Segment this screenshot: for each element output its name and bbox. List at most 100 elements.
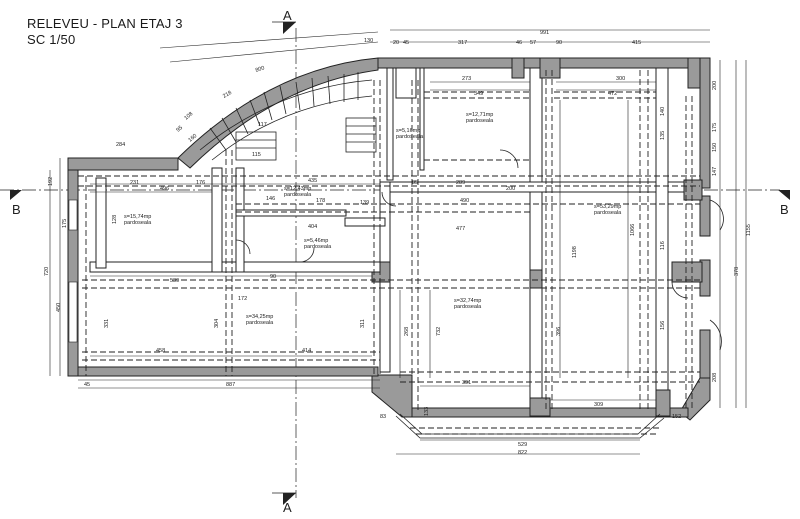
dim-right-6: 150 — [712, 143, 718, 152]
dim-left-1: 496 — [160, 186, 169, 192]
dim-bot-2: 391 — [462, 380, 471, 386]
dim-right-9: 116 — [660, 241, 666, 250]
dim-top-6: 90 — [556, 40, 562, 46]
dim-top-4: 46 — [516, 40, 522, 46]
dim-right-1: 1198 — [572, 246, 578, 258]
section-arrow-a-bottom-icon — [283, 493, 296, 505]
section-label-b-right: B — [780, 202, 789, 217]
dim-right-5: 175 — [712, 123, 718, 132]
dim-mid-11: 90 — [270, 274, 276, 280]
bay-window — [395, 413, 665, 439]
dim-top-9: 300 — [616, 76, 625, 82]
dim-mid-8: 477 — [456, 226, 465, 232]
dim-bot-5: 822 — [518, 450, 527, 456]
section-label-a-top: A — [283, 8, 292, 23]
dim-mid-13: 414 — [302, 348, 311, 354]
dim-mid-2: 139 — [360, 200, 369, 206]
dim-left-0: 192 — [48, 177, 54, 186]
room-area-7: s=32,74mp — [454, 298, 481, 304]
room-finish-2: pardoseala — [466, 118, 494, 124]
dim-right-4: 200 — [712, 81, 718, 90]
room-labels: s=15,74mp pardoseala s=12,71mp pardoseal… — [124, 112, 622, 326]
room-area-8: s=53,29mp — [594, 204, 621, 210]
section-arrow-a-top-icon — [283, 22, 296, 34]
dim-stair-0: 130 — [364, 38, 373, 44]
dim-mid-1: 178 — [316, 198, 325, 204]
dim-stair-1: 800 — [255, 65, 266, 74]
dim-top-11: 472 — [608, 91, 617, 97]
dim-stair-8: 284 — [116, 142, 125, 148]
dim-stair-3: 108 — [183, 111, 194, 122]
dim-mid-0: 435 — [308, 178, 317, 184]
room-area-5: s=5,46mp — [304, 238, 328, 244]
dim-top-8: 273 — [462, 76, 471, 82]
dim-stair-7: 115 — [252, 152, 261, 158]
room-finish-7: pardoseala — [454, 304, 482, 310]
dim-left-2: 231 — [130, 180, 139, 186]
dim-left-4: 146 — [266, 196, 275, 202]
dim-right-7: 147 — [712, 167, 718, 176]
section-label-a-bottom: A — [283, 500, 292, 515]
dim-stair-5: 160 — [187, 133, 198, 144]
dim-bot-4: 529 — [518, 442, 527, 448]
dim-top-2: 45 — [403, 40, 409, 46]
dimension-lines — [49, 29, 747, 455]
room-finish-8: pardoseala — [594, 210, 622, 216]
dim-mid-6: 85 — [412, 180, 418, 186]
dim-bot-6: 83 — [380, 414, 386, 420]
dim-top-10: 349 — [474, 91, 483, 97]
dim-mid-5: 200 — [506, 186, 515, 192]
dim-right-0: 1066 — [630, 224, 636, 236]
dim-stair-6: 117 — [258, 122, 267, 128]
dimension-labels: 991 20 45 317 46 57 90 415 273 300 349 4… — [44, 30, 752, 456]
dim-top-1: 20 — [393, 40, 399, 46]
dim-stair-4: 95 — [175, 125, 184, 134]
section-label-b-left: B — [12, 202, 21, 217]
dim-right-2: 1155 — [746, 224, 752, 236]
dim-right-11: 156 — [660, 321, 666, 330]
dim-top-3: 317 — [458, 40, 467, 46]
plan-title: RELEVEU - PLAN ETAJ 3 — [27, 16, 183, 31]
dim-mid-15: 311 — [360, 319, 366, 328]
dim-bot-1: 887 — [226, 382, 235, 388]
dim-bot-9: 268 — [404, 327, 410, 336]
interior-walls — [89, 57, 703, 417]
dim-left-6: 175 — [62, 219, 68, 228]
section-arrow-b-left-icon — [10, 190, 22, 200]
dim-mid-9: 539 — [170, 278, 179, 284]
dim-right-8: 208 — [712, 373, 718, 382]
plan-scale: SC 1/50 — [27, 32, 76, 47]
dim-right-10: 135 — [660, 131, 666, 140]
dim-left-9: 331 — [104, 319, 110, 328]
dim-mid-10: 172 — [238, 296, 247, 302]
dim-bot-7: 152 — [672, 414, 681, 420]
dim-top-total: 991 — [540, 30, 549, 36]
dim-mid-3: 404 — [308, 224, 317, 230]
dim-bot-0: 45 — [84, 382, 90, 388]
room-area-2: s=12,71mp — [466, 112, 493, 118]
drawing-title: RELEVEU - PLAN ETAJ 3 SC 1/50 — [27, 16, 183, 48]
dim-mid-12: 458 — [156, 348, 165, 354]
room-finish-5: pardoseala — [304, 244, 332, 250]
dim-stair-2: 218 — [222, 90, 233, 100]
room-area-6: s=34,25mp — [246, 314, 273, 320]
dim-left-7: 720 — [44, 267, 50, 276]
dashed-beams — [78, 70, 700, 435]
dim-mid-14: 304 — [214, 319, 220, 328]
dim-bot-3: 309 — [594, 402, 603, 408]
dim-left-8: 450 — [56, 303, 62, 312]
dim-left-3: 176 — [196, 180, 205, 186]
staircase — [199, 72, 377, 161]
room-finish-4: pardoseala — [284, 192, 312, 198]
dim-bot-10: 732 — [436, 327, 442, 336]
section-arrow-b-right-icon — [778, 190, 790, 200]
dim-mid-4: 289 — [456, 180, 465, 186]
dim-top-7: 415 — [632, 40, 641, 46]
room-finish-1: pardoseala — [124, 220, 152, 226]
room-area-4: s=12,43mp — [284, 186, 311, 192]
room-area-3: s=5,16mp — [396, 128, 420, 134]
room-finish-3: pardoseala — [396, 134, 424, 140]
dim-right-12: 140 — [660, 107, 666, 116]
dim-right-3: 378 — [734, 267, 740, 276]
